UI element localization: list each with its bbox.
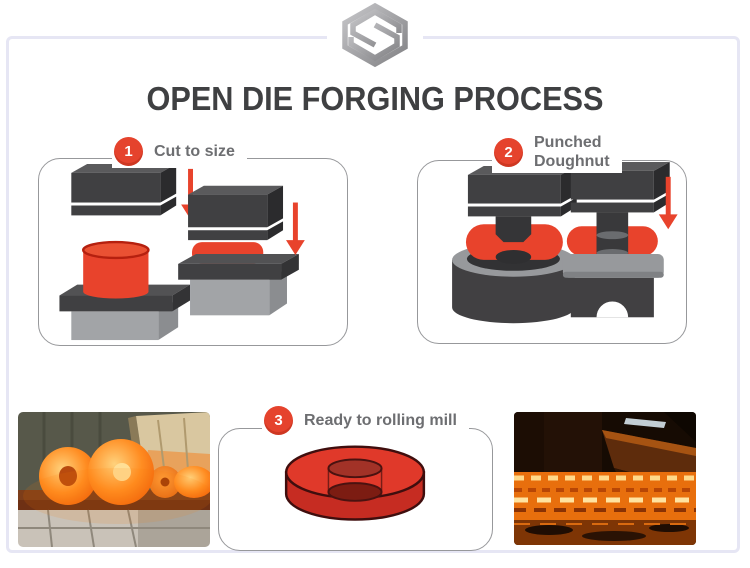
step3-number-badge: 3 [264, 406, 293, 435]
down-arrow-icon [658, 176, 678, 230]
step2-header: 2 Punched Doughnut [492, 131, 622, 173]
hexagon-s-logo-icon [342, 2, 408, 68]
logo-container [327, 0, 423, 70]
step3-header: 3 Ready to rolling mill [262, 404, 469, 437]
down-arrow-icon [286, 202, 305, 255]
hot-rolling-mill-photo [514, 412, 696, 545]
punched-doughnut-illustration [452, 161, 678, 324]
step1-header: 1 Cut to size [112, 135, 247, 168]
step3-label: Ready to rolling mill [304, 412, 457, 429]
step3-box [218, 428, 493, 551]
page-title: OPEN DIE FORGING PROCESS [146, 80, 604, 117]
step1-label: Cut to size [154, 143, 235, 160]
hot-forged-rings-photo [18, 412, 210, 547]
step2-number-badge: 2 [494, 137, 523, 167]
doughnut-ring-illustration [284, 445, 426, 521]
upper-die-icon [71, 163, 177, 216]
step1-box [38, 158, 348, 346]
step1-number-badge: 1 [114, 137, 143, 166]
cut-to-size-illustration [59, 163, 305, 341]
step2-label: Punched Doughnut [534, 134, 610, 170]
step2-box [417, 160, 687, 344]
upper-die-icon [467, 165, 577, 217]
upper-die-pressing-icon [188, 185, 284, 241]
